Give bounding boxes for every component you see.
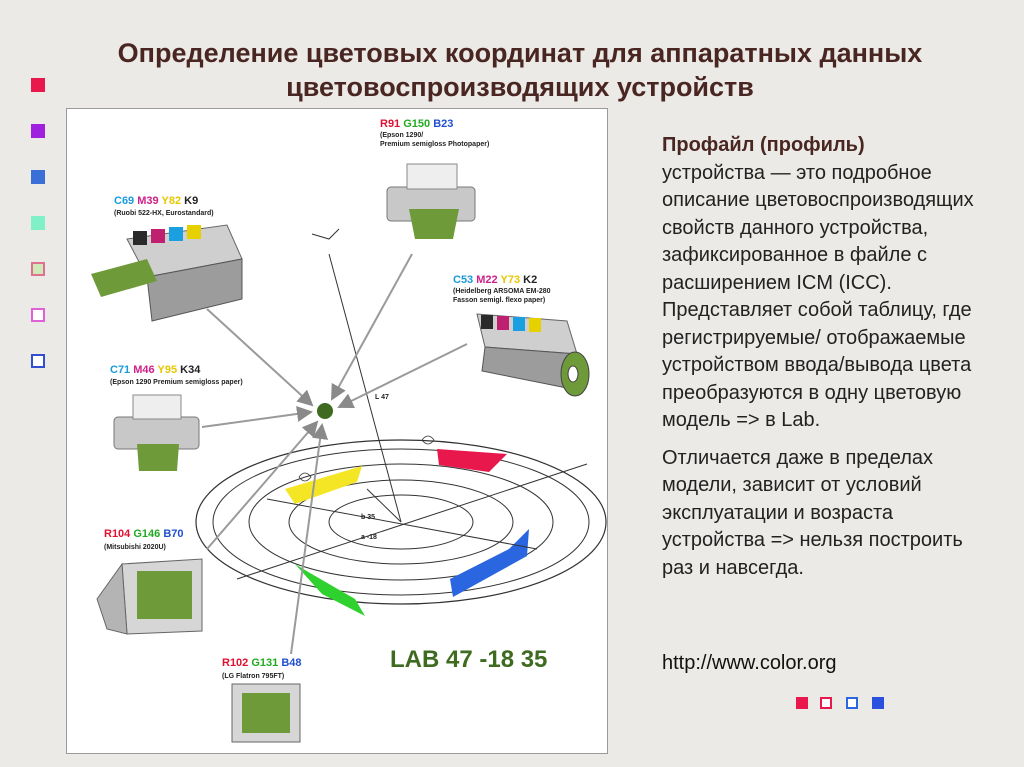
svg-text:Fasson semigl. flexo paper): Fasson semigl. flexo paper) xyxy=(453,297,545,304)
left-press: C69 M39 Y82 K9 (Ruobi 522-HX, Eurostanda… xyxy=(91,195,243,322)
svg-text:R102 G131 B48: R102 G131 B48 xyxy=(222,657,302,669)
footer-square-red xyxy=(796,697,808,709)
svg-text:R104 G146 B70: R104 G146 B70 xyxy=(104,528,184,540)
lab-segment-blue xyxy=(450,529,529,597)
profile-term: Профайл (профиль) xyxy=(662,134,865,156)
bullet-square-green-outline xyxy=(31,262,45,276)
page-title: Определение цветовых координат для аппар… xyxy=(60,36,980,104)
axis-label-b: b 35 xyxy=(361,514,375,521)
profile-paragraph: Профайл (профиль) устройства — это подро… xyxy=(662,132,992,435)
bullet-square-blue-outline xyxy=(31,354,45,368)
bullet-square-aqua xyxy=(31,216,45,230)
devices-diagram: b 35 a -18 L 47 R91 G150 B23 (Epson 12 xyxy=(91,118,607,743)
color-coordinates-figure: b 35 a -18 L 47 R91 G150 B23 (Epson 12 xyxy=(66,108,608,754)
svg-text:(LG Flatron 795FT): (LG Flatron 795FT) xyxy=(222,673,284,680)
footer-square-blue-outline xyxy=(846,697,858,709)
svg-text:Premium semigloss Photopaper): Premium semigloss Photopaper) xyxy=(380,141,489,148)
description-text: Профайл (профиль) устройства — это подро… xyxy=(662,132,992,592)
svg-text:(Mitsubishi 2020U): (Mitsubishi 2020U) xyxy=(104,544,166,551)
profile-definition: устройства — это подробное описание цвет… xyxy=(662,161,974,432)
lab-segment-green xyxy=(295,564,365,616)
footer-square-red-outline xyxy=(820,697,832,709)
axis-label-a: a -18 xyxy=(361,534,377,541)
arrows xyxy=(201,253,468,655)
svg-text:(Epson 1290 Premium semigloss: (Epson 1290 Premium semigloss paper) xyxy=(110,379,243,386)
title-line-2: цветовоспроизводящих устройств xyxy=(286,72,754,102)
lab-segment-red xyxy=(437,449,507,472)
title-line-1: Определение цветовых координат для аппар… xyxy=(117,38,923,68)
footer-square-blue xyxy=(872,697,884,709)
svg-text:C71 M46 Y95: C71 M46 Y95 K34 xyxy=(110,364,201,376)
bullet-square-purple xyxy=(31,124,45,138)
svg-text:R91 G150 B23: R91 G150 B23 xyxy=(380,118,453,130)
svg-text:(Ruobi 522-HX, Eurostandard): (Ruobi 522-HX, Eurostandard) xyxy=(114,210,214,217)
svg-text:(Heidelberg ARSOMA EM-280: (Heidelberg ARSOMA EM-280 xyxy=(453,288,551,295)
top-printer: R91 G150 B23 (Epson 1290/ Premium semigl… xyxy=(380,118,489,239)
decorative-bullets xyxy=(31,78,51,378)
left-monitor: R104 G146 B70 (Mitsubishi 2020U) xyxy=(96,528,203,635)
bullet-square-pink-outline xyxy=(31,308,45,322)
right-press: C53 M22 Y73 K2 (Heidelberg ARSOMA EM-280… xyxy=(453,274,590,397)
left-printer: C71 M46 Y95 K34 (Epson 1290 Premium semi… xyxy=(110,364,243,471)
lab-value-label: LAB 47 -18 35 xyxy=(390,646,547,673)
lab-color-wheel: b 35 a -18 L 47 xyxy=(195,228,607,616)
lab-segment-yellow xyxy=(285,466,362,504)
svg-text:(Epson 1290/: (Epson 1290/ xyxy=(380,132,423,139)
bottom-monitor: R102 G131 B48 (LG Flatron 795FT) xyxy=(222,657,302,743)
svg-text:C69 M39 Y82: C69 M39 Y82 K9 xyxy=(114,195,198,207)
reference-url: http://www.color.org xyxy=(662,652,837,674)
bullet-square-blue xyxy=(31,170,45,184)
svg-text:C53 M22 Y73: C53 M22 Y73 K2 xyxy=(453,274,537,286)
bullet-square-red xyxy=(31,78,45,92)
axis-label-l: L 47 xyxy=(375,394,389,401)
target-color-point xyxy=(317,403,333,419)
profile-variation-paragraph: Отличается даже в пределах модели, завис… xyxy=(662,446,963,579)
